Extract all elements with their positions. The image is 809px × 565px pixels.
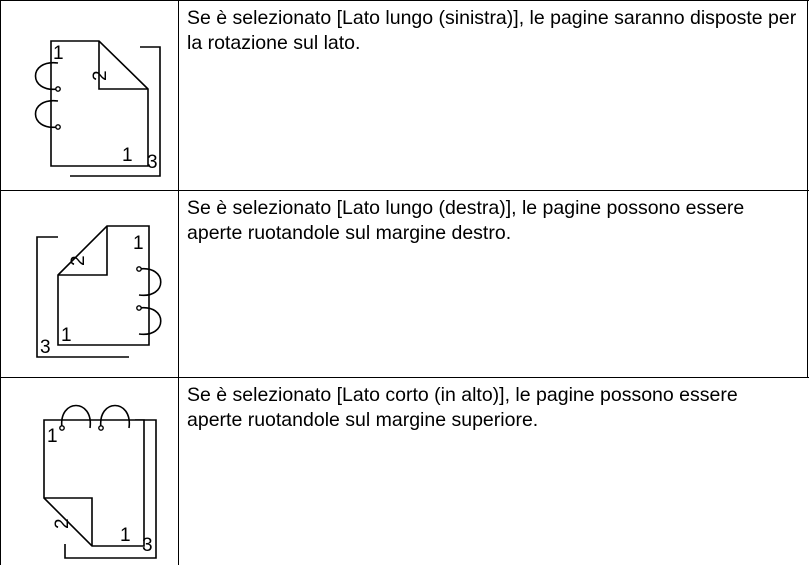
table-border-left xyxy=(0,378,1,565)
back-page-number: 2 xyxy=(68,255,89,266)
table-row-short-edge-top: 1 2 1 3 Se è selezionato [Lato corto (in… xyxy=(0,377,809,565)
front-page-outline xyxy=(50,40,149,167)
binding-hole-icon xyxy=(136,266,142,272)
table-border-left xyxy=(0,1,1,191)
back-sheet-outline xyxy=(64,419,157,559)
table-column-divider xyxy=(178,378,179,565)
binding-ring-icon xyxy=(34,100,59,128)
binding-left-diagram: 1 2 1 3 xyxy=(34,40,161,177)
front-page-outline xyxy=(57,225,150,346)
binding-ring-icon xyxy=(100,404,130,429)
table-row-long-edge-left: 1 2 1 3 Se è selezionato [Lato lungo (si… xyxy=(0,0,809,191)
second-sheet-number: 3 xyxy=(147,152,158,173)
binding-ring-icon xyxy=(138,268,162,296)
corner-page-number: 1 xyxy=(61,325,72,346)
front-page-number: 1 xyxy=(53,43,64,64)
binding-top-diagram-cell: 1 2 1 3 xyxy=(0,378,178,565)
binding-top-description: Se è selezionato [Lato corto (in alto)],… xyxy=(187,384,738,431)
corner-page-number: 1 xyxy=(122,145,133,166)
table-column-divider xyxy=(178,191,179,378)
binding-top-diagram: 1 2 1 3 xyxy=(43,404,157,559)
binding-ring-icon xyxy=(138,307,162,335)
binding-hole-icon xyxy=(59,425,65,431)
folded-corner-icon xyxy=(98,41,148,90)
binding-ring-icon xyxy=(61,404,91,429)
binding-hole-icon xyxy=(55,124,61,130)
table-column-divider xyxy=(178,1,179,191)
second-sheet-number: 3 xyxy=(142,535,153,556)
binding-right-description: Se è selezionato [Lato lungo (destra)], … xyxy=(187,197,745,244)
table-border-right xyxy=(807,191,808,378)
binding-hole-icon xyxy=(136,305,142,311)
table-border-left xyxy=(0,191,1,378)
back-sheet-outline xyxy=(70,46,161,177)
binding-right-diagram-cell: 1 2 1 3 xyxy=(0,191,178,378)
back-page-number: 2 xyxy=(90,70,111,81)
folded-corner-icon xyxy=(44,497,93,546)
binding-ring-icon xyxy=(34,62,59,90)
back-sheet-outline xyxy=(36,236,129,358)
second-sheet-number: 3 xyxy=(40,337,51,358)
table-border-right xyxy=(807,1,808,191)
binding-left-diagram-cell: 1 2 1 3 xyxy=(0,1,178,191)
front-page-outline xyxy=(43,419,145,547)
binding-right-diagram: 1 2 1 3 xyxy=(36,225,162,358)
folded-corner-icon xyxy=(58,226,108,276)
back-page-number: 2 xyxy=(52,518,73,529)
binding-hole-icon xyxy=(55,86,61,92)
corner-page-number: 1 xyxy=(120,525,131,546)
front-page-number: 1 xyxy=(47,426,58,447)
front-page-number: 1 xyxy=(133,233,144,254)
binding-left-description: Se è selezionato [Lato lungo (sinistra)]… xyxy=(187,7,797,54)
table-row-long-edge-right: 1 2 1 3 Se è selezionato [Lato lungo (de… xyxy=(0,190,809,378)
binding-hole-icon xyxy=(98,425,104,431)
